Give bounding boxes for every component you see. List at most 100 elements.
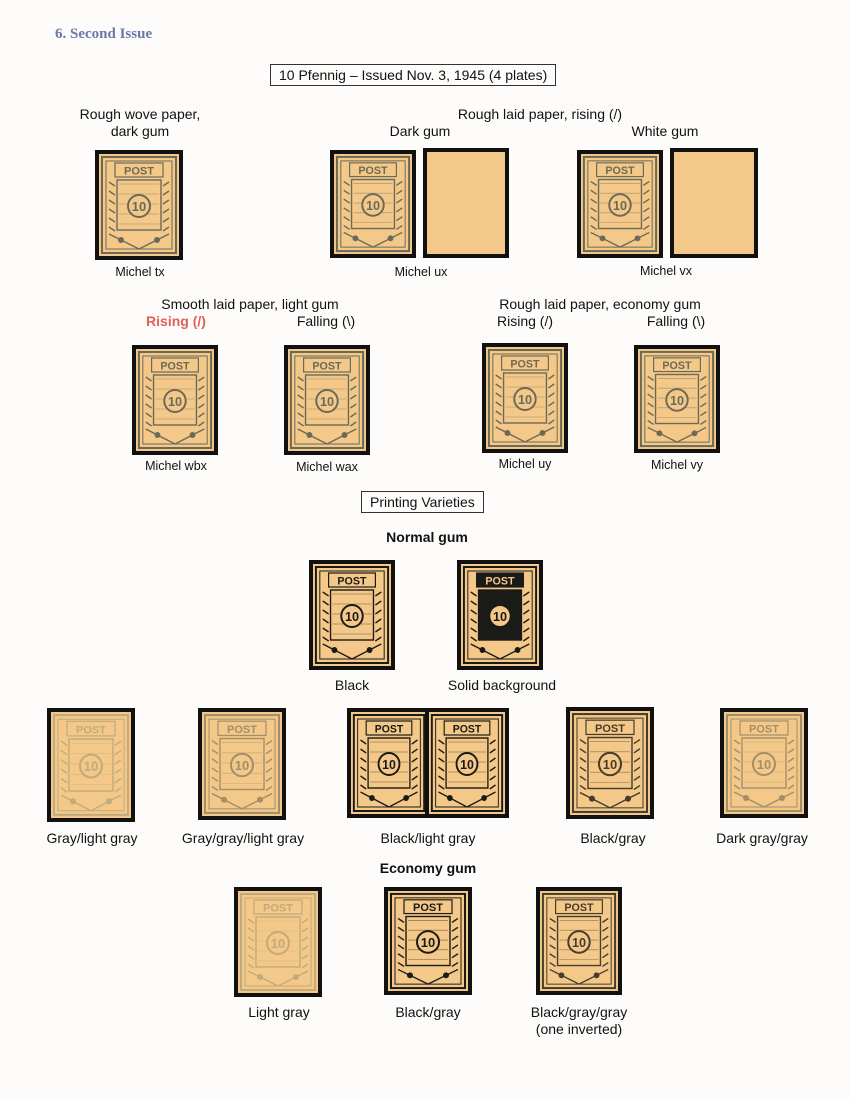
economy-gum-heading: Economy gum — [379, 860, 477, 876]
stamp-design: POST 10 — [570, 711, 650, 815]
svg-text:10: 10 — [460, 758, 474, 772]
stamp-michel-ux-back — [423, 148, 509, 258]
svg-text:POST: POST — [510, 358, 540, 370]
svg-text:POST: POST — [662, 360, 692, 372]
white-gum-label: White gum — [631, 123, 699, 139]
stamp-michel-vx-back — [670, 148, 758, 258]
rough-wove-line1: Rough wove paper, — [79, 106, 201, 122]
caption-black-light-gray: Black/light gray — [380, 830, 476, 846]
stamp-design: POST 10 — [51, 712, 131, 818]
caption-solid-background: Solid background — [447, 677, 557, 693]
printing-varieties-box: Printing Varieties — [361, 491, 484, 513]
caption-black: Black — [334, 677, 370, 693]
stamp-economy-light-gray: POST 10 — [234, 887, 322, 997]
stamp-black: POST 10 — [309, 560, 395, 670]
caption-dark-gray-gray: Dark gray/gray — [716, 830, 808, 846]
stamp-design: POST 10 — [581, 154, 659, 254]
svg-text:POST: POST — [263, 903, 293, 915]
svg-text:POST: POST — [749, 724, 779, 736]
normal-gum-heading: Normal gum — [386, 529, 468, 545]
rough-falling-label: Falling (\) — [646, 313, 706, 329]
svg-text:10: 10 — [132, 199, 146, 214]
caption-michel-vx: Michel vx — [639, 264, 693, 278]
svg-text:10: 10 — [518, 392, 532, 407]
stamp-michel-vy: POST 10 — [634, 345, 720, 453]
svg-text:10: 10 — [757, 757, 771, 772]
caption-michel-wax: Michel wax — [296, 460, 358, 474]
caption-black-gray: Black/gray — [580, 830, 646, 846]
caption-michel-wbx: Michel wbx — [145, 459, 207, 473]
stamp-michel-uy: POST 10 — [482, 343, 568, 453]
svg-text:10: 10 — [382, 758, 396, 772]
stamp-dark-gray-gray: POST 10 — [720, 708, 808, 818]
stamp-economy-black-gray: POST 10 — [384, 887, 472, 995]
stamp-design: POST 10 — [313, 564, 391, 666]
rough-laid-rising-heading: Rough laid paper, rising (/) — [457, 106, 623, 122]
svg-text:10: 10 — [366, 198, 380, 213]
caption-economy-black-gray-gray: Black/gray/gray (one inverted) — [531, 1004, 627, 1038]
caption-bgg-line1: Black/gray/gray — [530, 1004, 628, 1020]
caption-economy-black-gray: Black/gray — [395, 1004, 461, 1020]
svg-text:POST: POST — [227, 724, 257, 736]
stamp-design: POST 10 — [388, 891, 468, 991]
caption-michel-vy: Michel vy — [650, 458, 704, 472]
svg-text:10: 10 — [670, 393, 684, 408]
svg-text:POST: POST — [453, 723, 482, 735]
svg-text:POST: POST — [76, 724, 106, 736]
caption-gray-gray-light-gray: Gray/gray/light gray — [181, 830, 305, 846]
caption-economy-light-gray: Light gray — [248, 1004, 310, 1020]
rough-wove-line2: dark gum — [110, 123, 170, 139]
svg-text:10: 10 — [320, 394, 334, 409]
stamp-michel-tx: POST 10 — [95, 150, 183, 260]
stamp-michel-ux: POST 10 — [330, 150, 416, 258]
rough-wove-label: Rough wove paper, dark gum — [80, 106, 201, 140]
stamp-michel-wbx: POST 10 — [132, 345, 218, 455]
caption-bgg-line2: (one inverted) — [535, 1021, 623, 1037]
rough-economy-heading: Rough laid paper, economy gum — [499, 296, 701, 312]
svg-text:10: 10 — [271, 936, 285, 951]
smooth-laid-heading: Smooth laid paper, light gum — [161, 296, 339, 312]
issue-header-box: 10 Pfennig – Issued Nov. 3, 1945 (4 plat… — [270, 64, 557, 86]
smooth-rising-label: Rising (/) — [146, 313, 206, 329]
dark-gum-label: Dark gum — [389, 123, 451, 139]
stamp-design: POST 10 — [136, 349, 214, 451]
caption-michel-tx: Michel tx — [115, 265, 165, 279]
stamp-design: POST 10 — [638, 349, 716, 449]
svg-text:10: 10 — [613, 198, 627, 213]
stamp-design: POST 10 — [99, 154, 179, 256]
svg-text:POST: POST — [605, 165, 635, 177]
svg-text:10: 10 — [493, 609, 507, 624]
svg-text:10: 10 — [168, 394, 182, 409]
svg-text:POST: POST — [358, 165, 388, 177]
svg-text:POST: POST — [124, 166, 154, 178]
svg-text:POST: POST — [485, 575, 515, 587]
svg-text:10: 10 — [603, 757, 617, 772]
svg-text:POST: POST — [413, 902, 443, 914]
svg-text:POST: POST — [595, 723, 625, 735]
stamp-black-light-gray-right: POST 10 — [425, 708, 509, 818]
caption-michel-ux: Michel ux — [394, 265, 448, 279]
stamp-michel-vx: POST 10 — [577, 150, 663, 258]
svg-text:POST: POST — [337, 575, 367, 587]
stamp-black-gray: POST 10 — [566, 707, 654, 819]
svg-text:10: 10 — [572, 935, 586, 950]
svg-text:10: 10 — [345, 609, 359, 624]
svg-text:POST: POST — [160, 360, 190, 372]
stamp-gray-light-gray: POST 10 — [47, 708, 135, 822]
stamp-design: POST 10 — [238, 891, 318, 993]
stamp-design: POST 10 — [724, 712, 804, 814]
stamp-design: POST 10 — [486, 347, 564, 449]
svg-text:10: 10 — [421, 935, 435, 950]
section-title: 6. Second Issue — [55, 26, 153, 42]
caption-gray-light-gray: Gray/light gray — [46, 830, 138, 846]
caption-michel-uy: Michel uy — [498, 457, 552, 471]
stamp-solid-background: POST 10 — [457, 560, 543, 670]
svg-text:10: 10 — [84, 759, 98, 774]
